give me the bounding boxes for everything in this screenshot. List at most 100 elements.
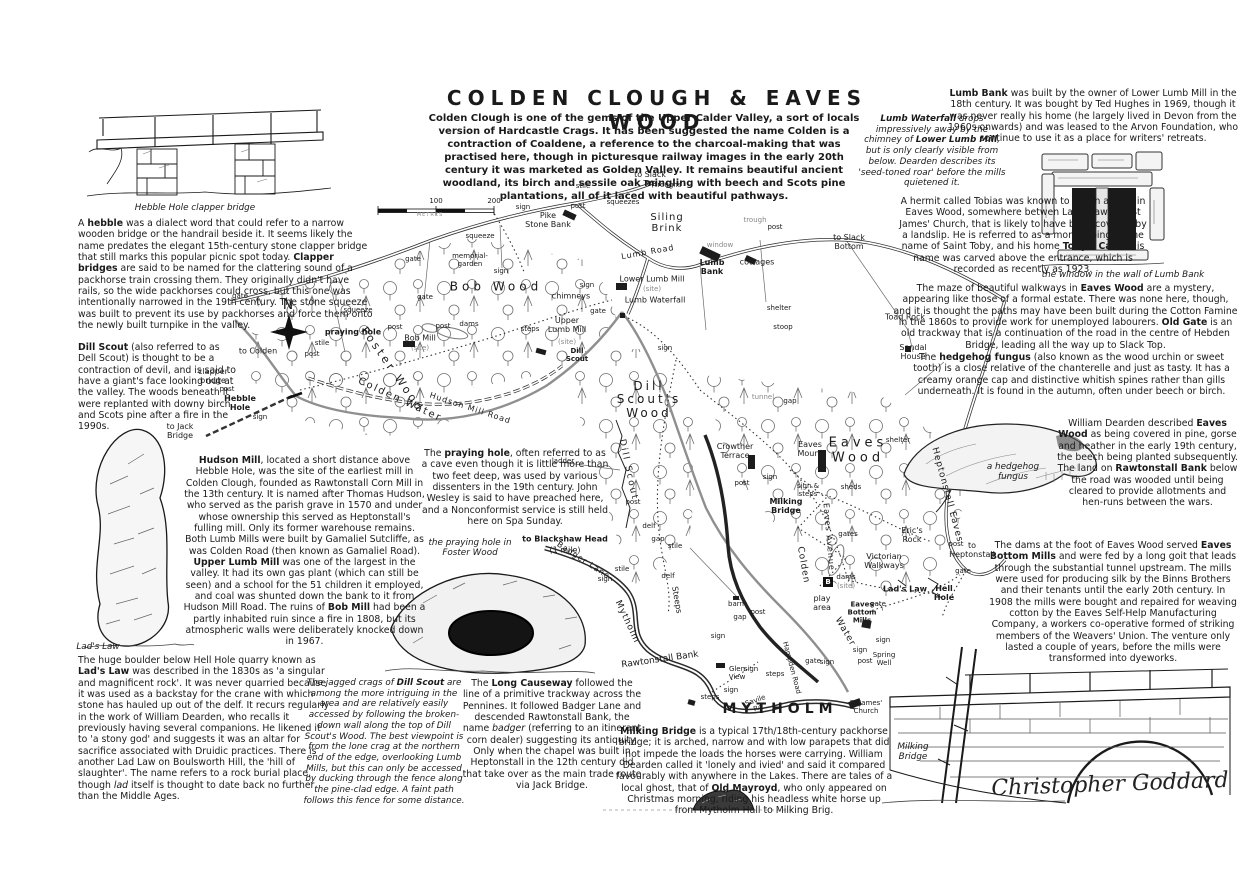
roads <box>205 180 1007 714</box>
river-colden-water <box>234 311 850 693</box>
text-segment: are a mystery, appearing like those of a… <box>893 283 1238 328</box>
text-segment: The <box>471 678 492 689</box>
text-segment: was one of the largest in the valley. It… <box>183 556 424 614</box>
text-segment: Lower Lumb Mill <box>915 135 998 146</box>
text-segment: William Dearden described <box>1068 418 1197 429</box>
text-segment: The dams at the foot of Eaves Wood serve… <box>994 540 1201 551</box>
text-segment: are said to be named for the clattering … <box>78 263 373 331</box>
text-segment: praying hole <box>444 448 510 459</box>
note-hedgehog: The hedgehog fungus (also known as the w… <box>905 352 1238 397</box>
footpaths <box>299 209 967 693</box>
text-segment: Lumb Bank <box>949 88 1008 99</box>
text-segment: A <box>78 218 88 229</box>
praying-hole-sketch <box>384 572 596 674</box>
caption-praying-hole: the praying hole in Foster Wood <box>428 538 512 559</box>
text-segment: itself is thought to date back no furthe… <box>78 779 315 802</box>
note-intro: Colden Clough is one of the gems of the … <box>425 112 863 203</box>
text-segment: lad <box>113 779 129 791</box>
text-segment: are among the more intriguing in the are… <box>303 678 465 806</box>
text-segment: hebble <box>87 218 124 229</box>
text-segment: Eaves Wood <box>1058 418 1227 441</box>
text-segment: , who only appeared on Christmas morning… <box>627 782 887 817</box>
text-segment: . His name was carved above the entrance… <box>913 241 1145 275</box>
clapper-bridge-sketch <box>86 109 332 197</box>
text-segment: Dill Scout <box>78 342 129 353</box>
text-segment: (also referred to as Dell Scout) is thou… <box>78 342 236 433</box>
text-segment: Eaves Wood <box>1080 283 1144 294</box>
text-segment: Rawtonstall Bank <box>1115 463 1207 475</box>
note-lads-law: The huge boulder below Hell Hole quarry … <box>78 655 332 802</box>
text-segment: Toby's Cave <box>1062 241 1124 253</box>
note-hudson-mill: Hudson Mill, located a short distance ab… <box>183 455 426 648</box>
text-segment: , but is only clearly visible from below… <box>858 135 1006 189</box>
note-dams: The dams at the foot of Eaves Wood serve… <box>988 540 1238 665</box>
text-segment: Old Mayroyd <box>711 782 778 794</box>
map-title: COLDEN CLOUGH & EAVES WOOD <box>446 86 868 134</box>
cairn-sketch <box>603 789 793 811</box>
text-segment: Hudson Mill <box>198 455 261 466</box>
text-segment: Upper Lumb Mill <box>193 556 280 568</box>
text-segment: was a dialect word that could refer to a… <box>78 218 368 263</box>
lads-law-rock-sketch <box>83 428 195 649</box>
text-segment: badger <box>492 723 526 735</box>
text-segment: The <box>918 352 940 363</box>
note-praying-hole: The praying hole, often referred to as a… <box>420 448 610 527</box>
text-segment: Old Gate <box>1161 316 1208 328</box>
text-segment: The jagged crags of <box>306 678 397 688</box>
note-eaves-maze: The maze of beautiful walkways in Eaves … <box>893 283 1238 351</box>
text-segment: had been a partly inhabited ruin since a… <box>185 602 426 648</box>
compass-rose <box>270 314 308 350</box>
hebble-hole-bridge-mark <box>287 391 303 400</box>
text-segment: hedgehog fungus <box>939 352 1031 363</box>
caption-lads-law: Lad's Law <box>76 642 120 652</box>
note-lumb-bank: Lumb Bank was built by the owner of Lowe… <box>948 88 1238 145</box>
text-segment: Colden Clough <box>428 113 510 124</box>
note-dill-scout: Dill Scout (also referred to as Dell Sco… <box>78 342 236 433</box>
note-hebble: A hebble was a dialect word that could r… <box>78 218 374 331</box>
text-segment: followed the line of a primitive trackwa… <box>462 678 642 735</box>
text-segment: is an old trackway that is a continuatio… <box>901 316 1233 351</box>
caption-milking-bridge: Milking Bridge <box>897 742 929 763</box>
note-hermit: A hermit called Tobias was known to live… <box>896 196 1150 275</box>
dams-shapes <box>421 323 845 576</box>
note-dearden: William Dearden described Eaves Wood as … <box>1057 418 1238 509</box>
note-milking-bridge: Milking Bridge is a typical 17th/18th-ce… <box>615 726 893 817</box>
note-long-causeway: The Long Causeway followed the line of a… <box>462 678 642 791</box>
text-segment: The <box>424 448 445 459</box>
text-segment: Eaves Bottom Mills <box>989 540 1232 563</box>
note-lumb-waterfall: Lumb Waterfall drops impressively away b… <box>857 114 1007 189</box>
hedgehog-fungus-sketch <box>903 423 1097 513</box>
text-segment: , often referred to as a cave even thoug… <box>421 448 609 527</box>
crag-edges <box>615 419 943 599</box>
note-jagged-crags: The jagged crags of Dill Scout are among… <box>300 678 468 807</box>
text-segment: and were fed by a long goit that leads t… <box>989 551 1237 665</box>
text-segment: (also known as the wood urchin or sweet … <box>913 352 1230 397</box>
text-segment: Bob Mill <box>327 602 371 614</box>
text-segment: (referring to an itinerant corn dealer) … <box>462 723 642 791</box>
text-segment: below the road was wooded until being cl… <box>1068 463 1238 509</box>
text-segment: Clapper bridges <box>78 251 334 275</box>
text-segment: Lumb Waterfall <box>880 114 957 124</box>
text-segment: is a typical 17th/18th-century packhorse… <box>615 726 893 794</box>
text-segment: Lad's Law <box>78 666 130 678</box>
text-segment: , located a short distance above Hebble … <box>184 455 425 557</box>
text-segment: A hermit called Tobias was known to live… <box>899 196 1147 253</box>
woodland-areas <box>242 238 972 614</box>
text-segment: The maze of beautiful walkways in <box>916 283 1081 294</box>
text-segment: was described in the 1830s as 'a singula… <box>78 666 330 791</box>
text-segment: The huge boulder below Hell Hole quarry … <box>78 655 316 666</box>
caption-fungus: a hedgehog fungus <box>986 462 1040 483</box>
milking-bridge-sketch <box>881 646 1231 804</box>
text-segment: is one of the gems of the Upper Calder V… <box>438 113 860 202</box>
lumb-bank-window-sketch <box>1039 151 1165 267</box>
text-segment: was built by the owner of Lower Lumb Mil… <box>948 88 1239 145</box>
caption-hebble-bridge: Hebble Hole clapper bridge <box>134 203 256 213</box>
text-segment: drops impressively away by the chimney o… <box>864 114 989 146</box>
text-segment: Dill Scout <box>396 678 445 688</box>
text-segment: as being covered in pine, gorse and heat… <box>1057 429 1238 475</box>
field-walls <box>329 224 945 601</box>
scale-bar <box>377 206 495 215</box>
caption-window: the window in the wall of Lumb Bank <box>1041 270 1205 280</box>
